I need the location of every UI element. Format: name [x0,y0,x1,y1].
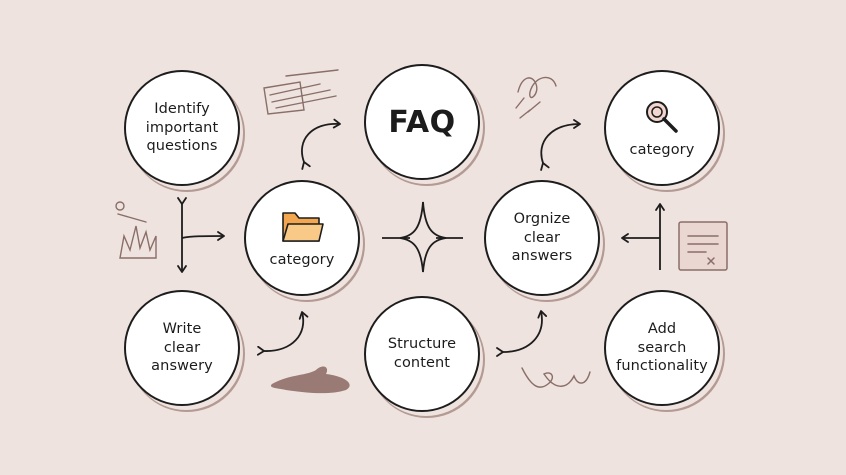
folder-icon [282,211,324,242]
curved-arrow-bottom-left [256,311,309,356]
doodle-ink-splash [270,366,350,394]
curved-arrow-top-left [301,118,341,170]
node-search-category: category [604,70,720,186]
node-structure-content: Structure content [364,296,480,412]
sparkle-icon [382,201,463,273]
node-label: Identify important questions [145,100,219,155]
faq-title: FAQ [388,104,456,140]
magnifier-icon [646,100,678,133]
curved-arrow-bottom-middle [496,310,548,357]
node-label: Write clear answery [151,320,213,375]
node-organize-answers: Orgnize clear answers [484,180,600,296]
node-label: category [629,141,695,158]
split-arrow-right [621,203,665,270]
split-arrow-left [177,197,225,273]
node-label: Structure content [387,336,457,371]
doodle-document-right [678,221,728,271]
doodle-swirl-top [515,76,557,119]
node-add-search: Add search functionality [604,290,720,406]
node-label: Orgnize clear answers [511,210,573,265]
doodle-notes-top-left [263,69,339,115]
node-identify-questions: Identify important questions [124,70,240,186]
node-label: category [269,251,335,268]
doodle-hand-left [115,201,157,259]
node-faq: FAQ [364,64,480,180]
node-label: Add search functionality [616,320,708,375]
node-folder-category: category [244,180,360,296]
node-write-answers: Write clear answery [124,290,240,406]
doodle-scribble-bottom-right [521,367,591,388]
curved-arrow-top-right [540,119,581,171]
